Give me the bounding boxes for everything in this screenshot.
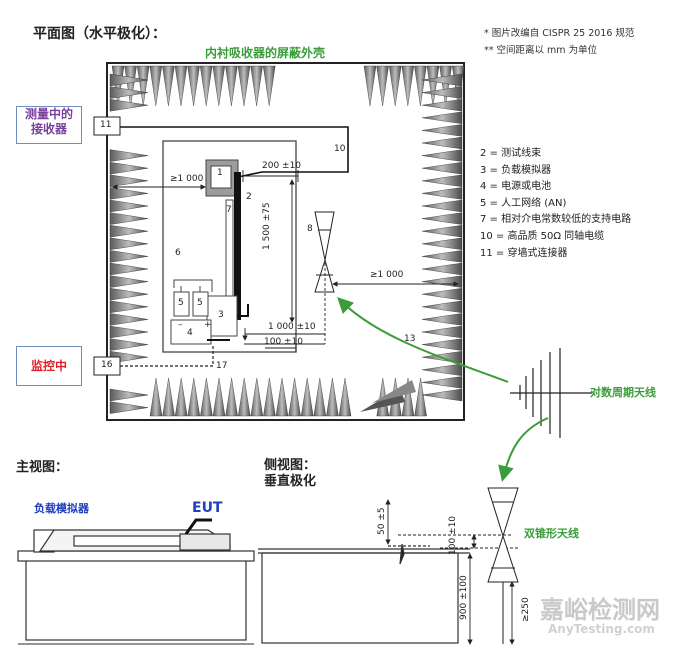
num-5b: 5: [197, 298, 203, 308]
num-6: 6: [175, 248, 181, 258]
shield-label: 内衬吸收器的屏蔽外壳: [205, 46, 326, 60]
legend-item: 11 = 穿墙式连接器: [480, 247, 568, 259]
corner-absorber: [360, 380, 416, 412]
watermark-en: AnyTesting.com: [548, 622, 655, 636]
dim-1500: 1 500 ±75: [262, 202, 272, 250]
absorber-cones: [109, 65, 465, 417]
front-view-title: 主视图：: [16, 460, 69, 475]
num-4: 4: [187, 328, 193, 338]
dim-250: ≥250: [521, 597, 531, 622]
log-antenna-label: 对数周期天线: [590, 386, 656, 399]
bicone-plan: [314, 211, 335, 293]
num-11: 11: [100, 120, 112, 130]
num-13: 13: [404, 334, 416, 344]
dim-100-v: 100 ±10: [448, 515, 458, 555]
dim-1000-tol: 1 000 ±10: [268, 322, 316, 332]
dim-1000-left: ≥1 000: [170, 174, 204, 184]
num-plus: +: [204, 320, 212, 330]
arrow-to-chamber: [337, 297, 509, 383]
eut-label: EUT: [192, 500, 223, 516]
num-3: 3: [218, 310, 224, 320]
bulkhead-connector: [93, 116, 121, 136]
note-source: * 图片改编自 CISPR 25 2016 规范: [484, 28, 635, 39]
num-10: 10: [334, 144, 346, 154]
plan-view-title: 平面图（水平极化）：: [33, 26, 166, 42]
load-sim-label: 负载模拟器: [34, 502, 89, 515]
dim-1000-right: ≥1 000: [370, 270, 404, 280]
side-view-title: 侧视图： 垂直极化: [264, 458, 317, 489]
monitor-box: 监控中: [16, 346, 82, 386]
note-units: ** 空间距离以 mm 为单位: [484, 45, 598, 56]
legend-item: 7 = 相对介电常数较低的支持电路: [480, 214, 632, 226]
bicone-label: 双锥形天线: [524, 527, 579, 540]
num-16: 16: [101, 360, 113, 370]
side-view: [258, 543, 470, 644]
num-minus: –: [178, 320, 183, 330]
legend-item: 10 = 高品质 50Ω 同轴电缆: [480, 230, 605, 242]
num-1: 1: [217, 168, 223, 178]
num-2: 2: [246, 192, 252, 202]
num-7: 7: [226, 205, 232, 215]
legend: 2 = 测试线束 3 = 负载模拟器 4 = 电源或电池 5 = 人工网络 (AN) 7…: [480, 148, 631, 264]
front-view: [17, 518, 255, 645]
dim-100: 100 ±10: [264, 337, 304, 347]
bicone-antenna-side: [487, 487, 519, 644]
legend-item: 5 = 人工网络 (AN): [480, 197, 567, 209]
log-periodic-antenna: [510, 348, 592, 438]
power-supply: [170, 319, 212, 345]
dim-200: 200 ±10: [262, 161, 302, 171]
dim-900: 900 ±100: [459, 575, 469, 620]
num-17: 17: [216, 361, 228, 371]
receiver-box: 测量中的 接收器: [16, 106, 82, 144]
watermark-cn: 嘉峪检测网: [540, 596, 660, 624]
num-8: 8: [307, 224, 313, 234]
arrow-to-bicone: [498, 417, 549, 482]
legend-item: 4 = 电源或电池: [480, 181, 552, 193]
legend-item: 3 = 负载模拟器: [480, 164, 552, 176]
test-harness: [234, 172, 241, 320]
dim-50: 50 ±5: [377, 507, 387, 535]
legend-item: 2 = 测试线束: [480, 148, 542, 159]
num-5a: 5: [178, 298, 184, 308]
